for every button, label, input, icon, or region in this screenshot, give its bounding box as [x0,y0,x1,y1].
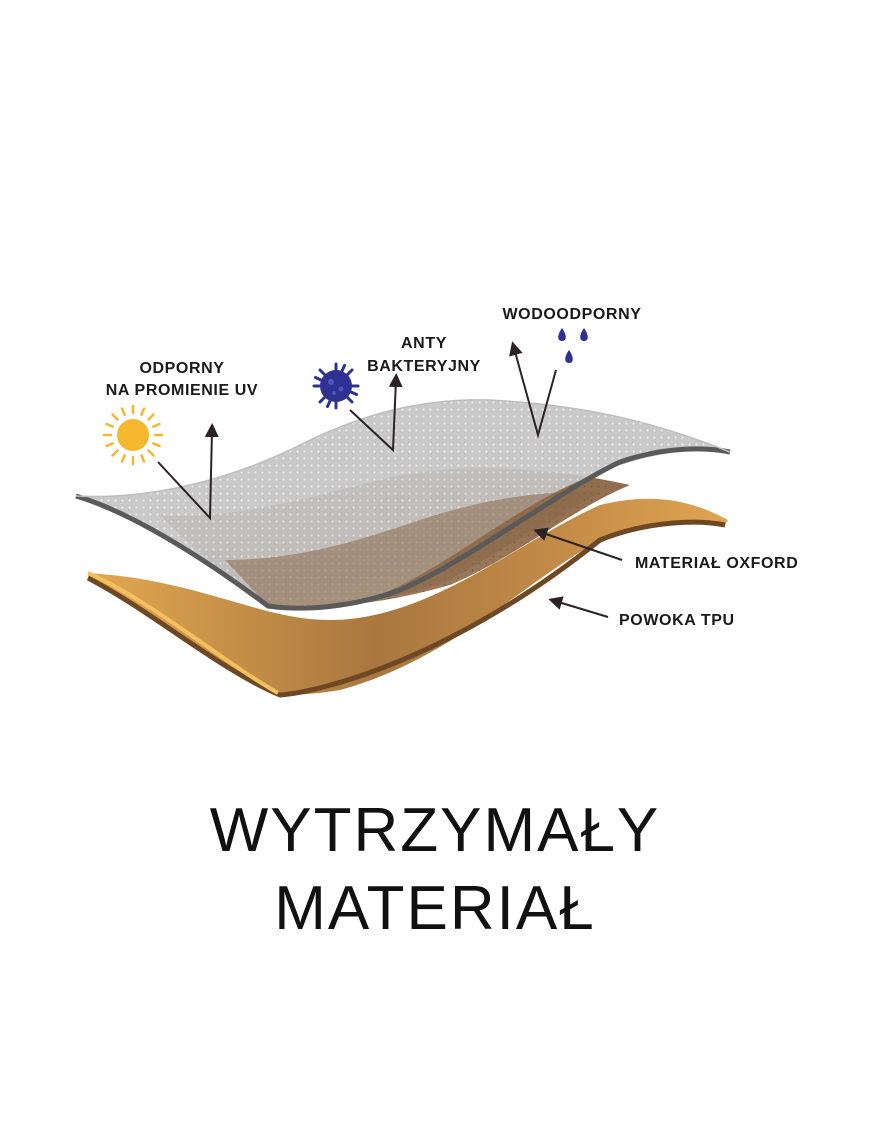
antibacterial-label-line2: BAKTERYJNY [367,358,481,375]
antibacterial-label-line1: ANTY [401,335,447,352]
top-protective-layer [75,399,731,611]
bacteria-icon [312,362,360,410]
waterproof-label: WODOODPORNY [502,306,641,323]
headline-line1: WYTRZYMAŁY [209,796,661,865]
headline-line2: MATERIAŁ [274,874,596,943]
water-drops-icon [558,328,588,363]
uv-arrow [157,423,219,521]
uv-label-line2: NA PROMIENIE UV [106,382,258,399]
tpu-arrow [548,596,609,618]
tpu-coating-layer [86,498,728,698]
waterproof-arrow [509,341,557,439]
oxford-label: MATERIAŁ OXFORD [635,555,798,572]
antibacterial-arrow [349,373,403,453]
uv-label-line1: ODPORNY [139,360,224,377]
sun-icon [102,404,164,466]
oxford-arrow [533,527,623,561]
tpu-label: POWOKA TPU [619,612,735,629]
